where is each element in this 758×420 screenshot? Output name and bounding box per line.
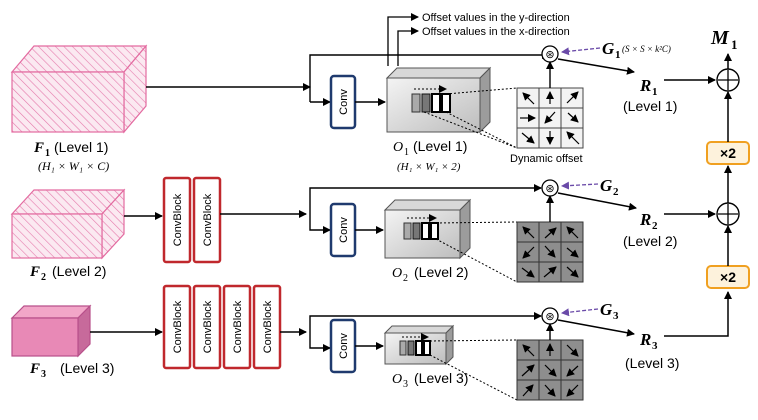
g3-symbol: G [600, 300, 613, 319]
r1-level-label: (Level 1) [623, 98, 677, 114]
dynamic-conv-operator-level-1 [541, 45, 559, 63]
convblock-l3-3 [222, 284, 252, 370]
m1-subscript: 1 [731, 37, 738, 52]
f3-subscript: 3 [41, 369, 46, 380]
g2-symbol: G [600, 176, 613, 195]
offset-x-label: Offset values in the x-direction [422, 26, 570, 38]
offset-map-o1 [385, 66, 492, 134]
level-2: F 2 (Level 2) ConvBlock ConvBlock Conv O… [10, 176, 716, 284]
r3-level-label: (Level 3) [625, 355, 679, 371]
r3-symbol: R [639, 330, 651, 349]
o1-dims: (H₁ × W₁ × 2) [397, 161, 461, 173]
feature-map-f1 [10, 44, 148, 134]
convblock-l3-3-label: ConvBlock [232, 300, 244, 353]
convblocks-level-3: ConvBlock ConvBlock ConvBlock ConvBlock [162, 284, 282, 370]
o3-level-label: (Level 3) [414, 370, 468, 386]
dynamic-conv-operator-level-3 [541, 307, 559, 325]
g3-subscript: 3 [613, 310, 619, 322]
r2-subscript: 2 [652, 220, 658, 232]
convblock-l2-2 [192, 176, 222, 264]
o3-subscript: 3 [403, 379, 408, 390]
r1-subscript: 1 [652, 86, 658, 98]
f1-level-label: (Level 1) [54, 139, 108, 155]
o1-symbol: O [393, 140, 403, 155]
m1-symbol: M [710, 27, 730, 49]
upsample-label-upper: ×2 [720, 145, 736, 161]
g1-symbol: G [602, 39, 615, 58]
dynamic-conv-symbol-level-3: ⊛ [545, 311, 554, 323]
o2-subscript: 2 [403, 273, 408, 284]
level-3: F 3 (Level 3) ConvBlock ConvBlock ConvBl… [10, 284, 732, 401]
f1-subscript: 1 [45, 148, 50, 159]
convblocks-level-2: ConvBlock ConvBlock [162, 176, 222, 264]
convblock-l3-4-label: ConvBlock [262, 300, 274, 353]
f2-level-label: (Level 2) [52, 263, 106, 279]
convblock-l3-2 [192, 284, 222, 370]
convblock-l2-1 [162, 176, 192, 264]
dynamic-offset-label: Dynamic offset [510, 153, 583, 165]
conv-label-level-2: Conv [338, 217, 350, 243]
f2-subscript: 2 [41, 272, 46, 283]
g1-dims: (S × S × k²C) [622, 44, 671, 54]
convblock-l3-1-label: ConvBlock [172, 300, 184, 353]
dynamic-offset-grid-level-1 [516, 87, 584, 149]
convblock-l2-1-label: ConvBlock [172, 193, 184, 246]
o1-level-label: (Level 1) [413, 138, 467, 154]
r3-subscript: 3 [652, 340, 658, 352]
f1-symbol: F [33, 140, 44, 156]
r2-symbol: R [639, 210, 651, 229]
offset-y-label: Offset values in the y-direction [422, 12, 570, 24]
fusion-column: ×2 ×2 M 1 [706, 27, 750, 289]
f3-level-label: (Level 3) [60, 360, 114, 376]
dynamic-conv-symbol-level-2: ⊛ [545, 183, 554, 195]
r1-symbol: R [639, 76, 651, 95]
dynamic-offset-grid-level-3 [516, 339, 584, 401]
conv-label-level-1: Conv [338, 89, 350, 115]
convblock-l3-2-label: ConvBlock [202, 300, 214, 353]
r2-level-label: (Level 2) [623, 233, 677, 249]
dynamic-conv-symbol-level-1: ⊛ [545, 49, 554, 61]
convblock-l2-2-label: ConvBlock [202, 193, 214, 246]
convblock-l3-1 [162, 284, 192, 370]
feature-map-f3 [10, 304, 92, 358]
offset-map-o3 [383, 324, 455, 366]
f2-symbol: F [29, 264, 40, 280]
o2-symbol: O [392, 266, 402, 281]
o2-level-label: (Level 2) [414, 264, 468, 280]
f1-dims: (H₁ × W₁ × C) [38, 159, 109, 173]
dynamic-offset-grid-level-2 [516, 221, 584, 283]
g2-subscript: 2 [613, 186, 619, 198]
f3-symbol: F [29, 361, 40, 377]
offset-map-o2 [383, 198, 472, 260]
o1-subscript: 1 [404, 147, 409, 158]
level-1: F 1 (Level 1) (H₁ × W₁ × C) Conv O 1 (Le… [10, 39, 716, 173]
dynamic-conv-operator-level-2 [541, 179, 559, 197]
feature-map-f2 [10, 188, 126, 260]
upsample-label-lower: ×2 [720, 269, 736, 285]
g1-subscript: 1 [615, 49, 621, 61]
convblock-l3-4 [252, 284, 282, 370]
offset-annotations: Offset values in the y-direction Offset … [387, 12, 570, 66]
o3-symbol: O [392, 372, 402, 387]
conv-label-level-3: Conv [338, 333, 350, 359]
